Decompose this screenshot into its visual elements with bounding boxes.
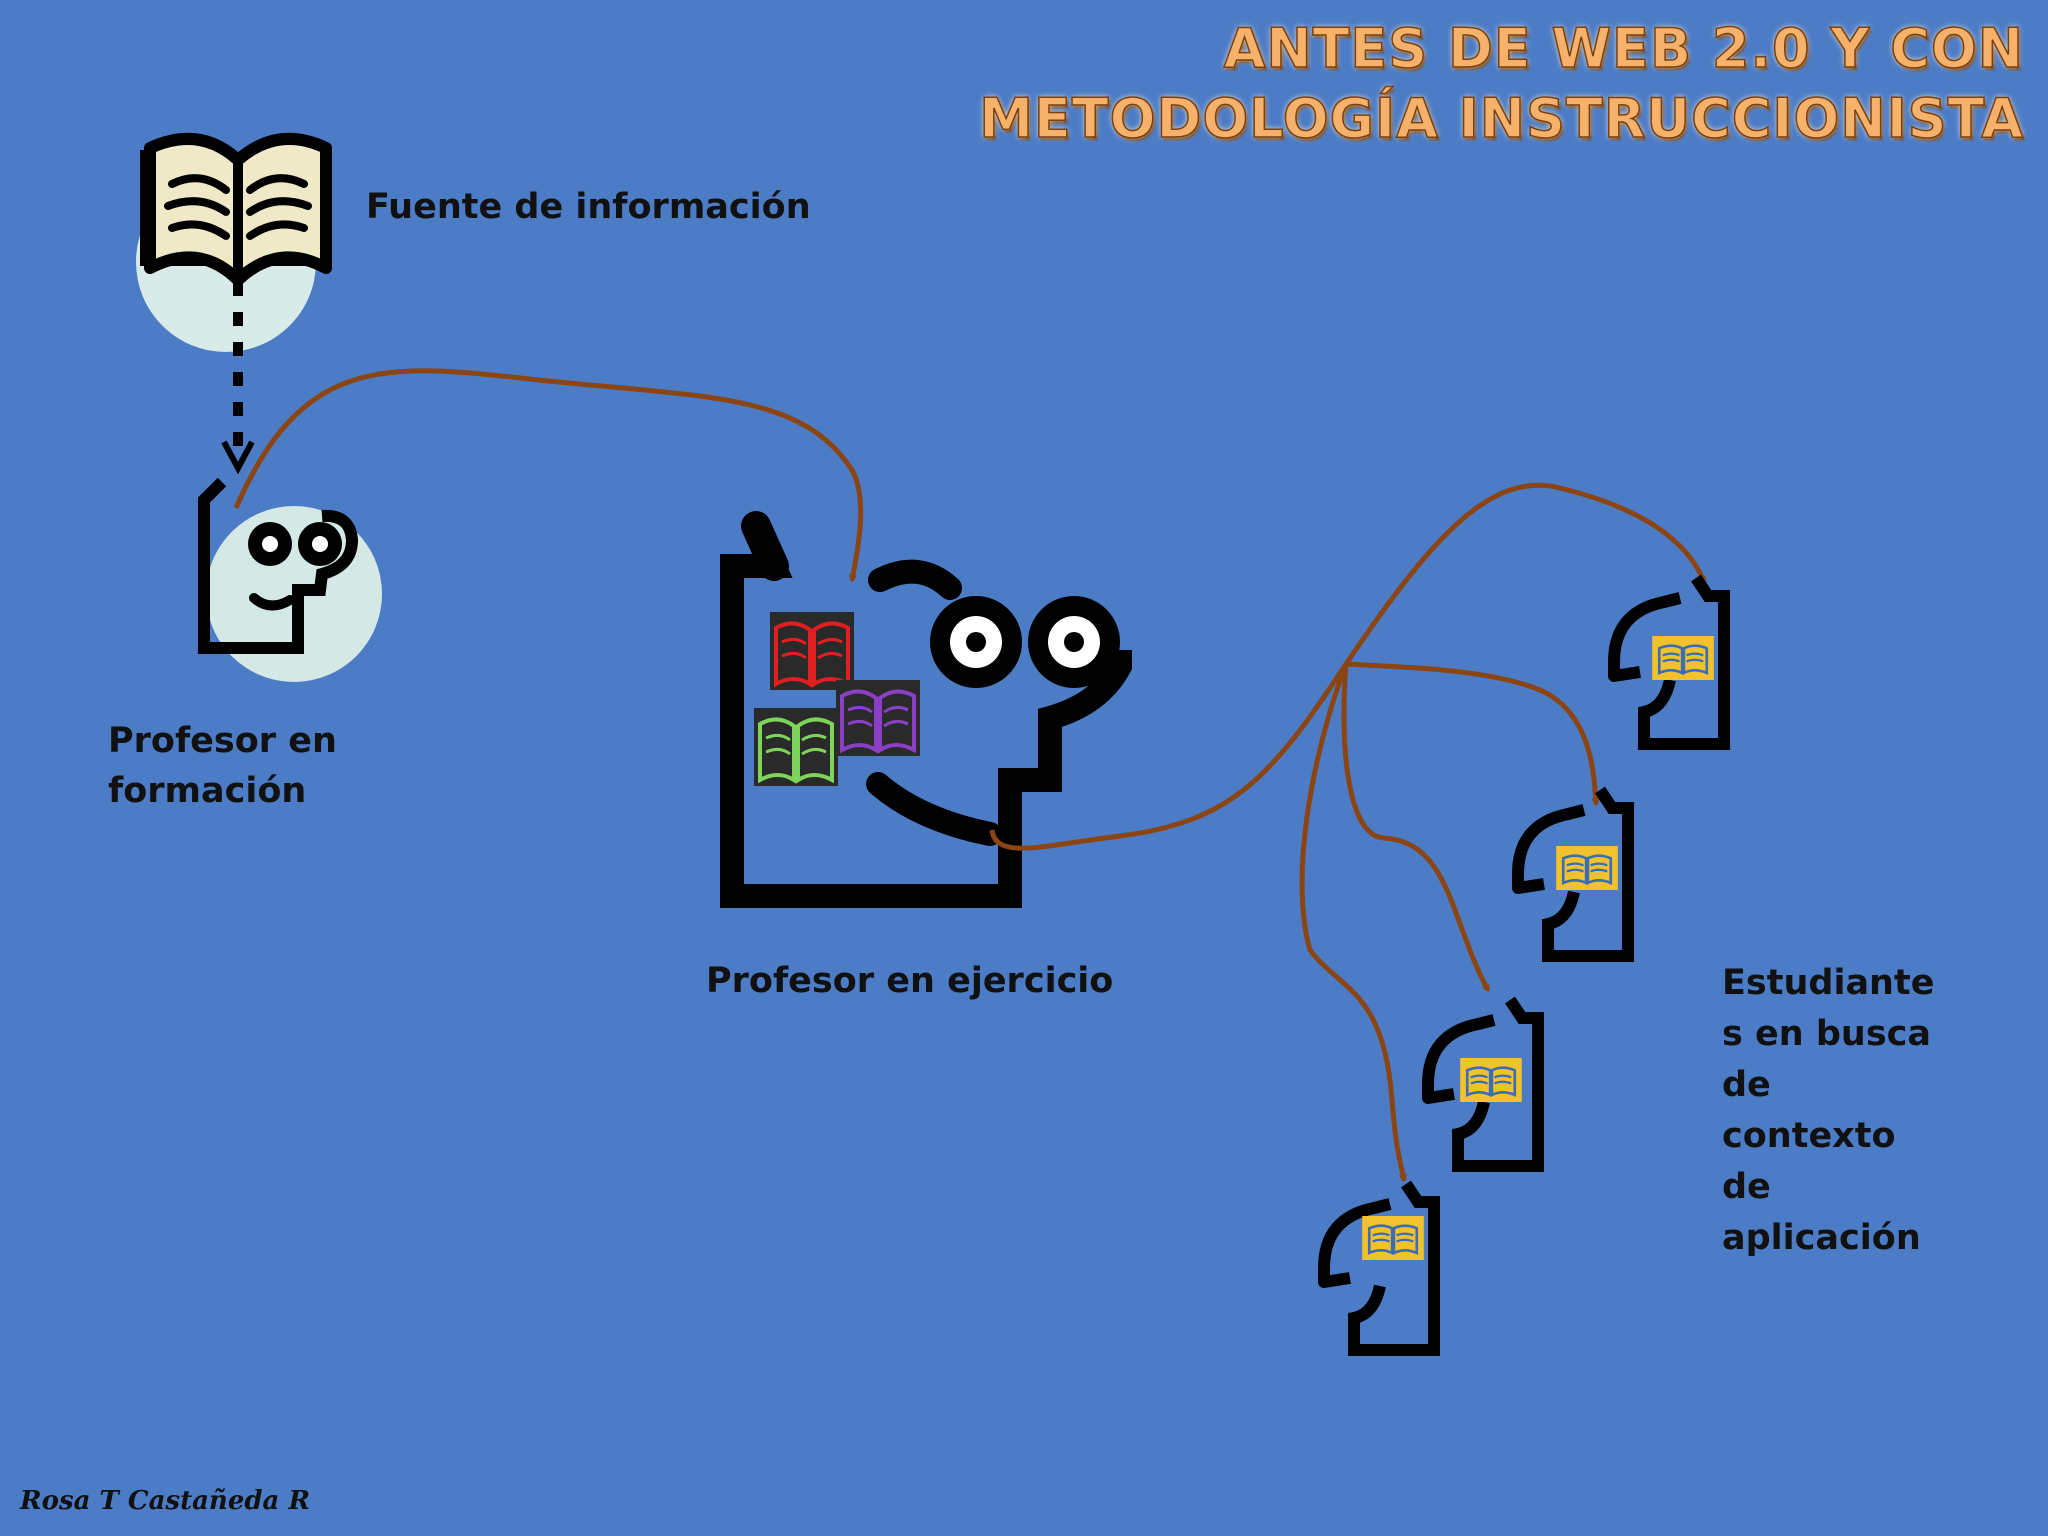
students-label-line-5: de	[1722, 1167, 1771, 1207]
students-label: Estudiante s en busca de contexto de apl…	[1722, 958, 1934, 1264]
trainee-label-line-2: formación	[108, 771, 307, 811]
teacher-to-students-arrows	[989, 482, 1707, 1180]
students-label-line-1: Estudiante	[1722, 963, 1935, 1003]
student-2-head-icon	[1518, 790, 1628, 956]
trainee-label: Profesor en formación	[108, 716, 337, 816]
purple-book-icon	[836, 680, 920, 756]
source-to-trainee-arrow	[221, 282, 255, 475]
student-3-head-icon	[1428, 1000, 1538, 1166]
title-line-2: METODOLOGÍA INSTRUCCIONISTA	[978, 86, 2024, 151]
students-label-line-3: de	[1722, 1065, 1771, 1105]
trainee-to-teacher-arrow	[233, 368, 864, 580]
teacher-label: Profesor en ejercicio	[706, 961, 1114, 1001]
trainee-label-line-1: Profesor en	[108, 721, 337, 761]
author-signature: Rosa T Castañeda R	[20, 1486, 311, 1516]
arrow-to-student-4	[1299, 663, 1404, 1180]
trainee-head-icon	[198, 477, 382, 682]
arrow-to-student-3	[1341, 663, 1491, 990]
teacher-head-icon	[720, 511, 1132, 908]
slide-title: ANTES DE WEB 2.0 Y CON METODOLOGÍA INSTR…	[978, 14, 2024, 154]
student-4-head-icon	[1324, 1184, 1434, 1350]
green-book-icon	[754, 708, 838, 786]
student-1-head-icon	[1614, 578, 1724, 744]
title-line-1: ANTES DE WEB 2.0 Y CON	[1223, 16, 2024, 81]
students-label-line-4: contexto	[1722, 1116, 1896, 1156]
students-label-line-2: s en busca	[1722, 1014, 1932, 1054]
arrow-to-student-2	[1345, 661, 1596, 804]
students-label-line-6: aplicación	[1722, 1218, 1921, 1258]
source-book-icon	[136, 132, 332, 352]
red-book-icon	[770, 612, 854, 690]
source-label: Fuente de información	[366, 187, 811, 227]
